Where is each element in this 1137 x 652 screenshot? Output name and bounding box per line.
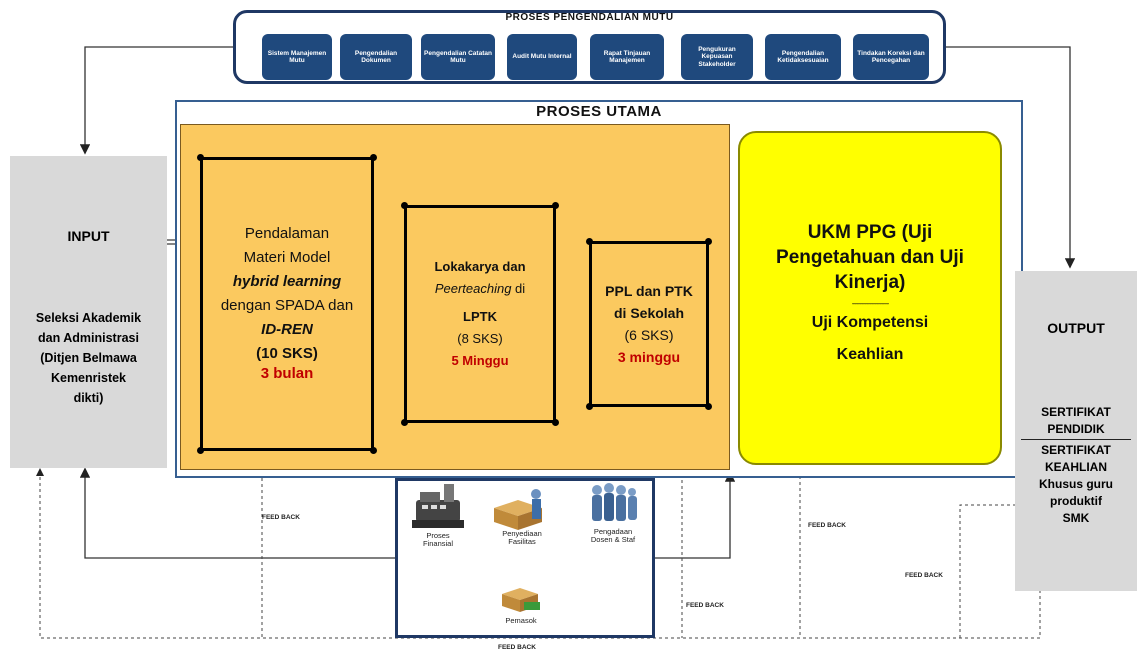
step1-line-4: dengan SPADA dan: [220, 297, 354, 314]
qc-item-pengendalian-ketidaksesuaian: Pengendalian Ketidaksesuaian: [765, 34, 841, 80]
ukm-divider: ----------------------: [851, 299, 890, 308]
input-line-2: dan Administrasi: [38, 331, 139, 345]
step1-line-3: hybrid learning: [232, 273, 342, 290]
step2-line-1: Lokakarya dan: [434, 259, 526, 274]
ukm-line-3: Kinerja): [834, 272, 906, 293]
output-panel: OUTPUT SERTIFIKAT PENDIDIK SERTIFIKAT KE…: [1015, 271, 1137, 591]
qc-item-tindakan-koreksi: Tindakan Koreksi dan Pencegahan: [853, 34, 929, 80]
output-cert2-d: produktif: [1050, 494, 1102, 508]
qc-item-audit-mutu-internal: Audit Mutu Internal: [507, 34, 577, 80]
qc-item-rapat-tinjauan-manajemen: Rapat Tinjauan Manajemen: [590, 34, 664, 80]
step3-corner-dot: [705, 403, 712, 410]
step1-line-1: Pendalaman: [244, 225, 330, 242]
ukm-line-2: Pengetahuan dan Uji: [776, 247, 964, 268]
step3-line-2: di Sekolah: [613, 305, 685, 321]
output-title: OUTPUT: [1047, 320, 1105, 336]
staff-people-icon: [592, 483, 637, 521]
fasilitas-label: Penyediaan Fasilitas: [488, 529, 556, 547]
input-line-4: Kemenristek: [50, 371, 127, 385]
step1-corner-dot: [370, 154, 377, 161]
output-cert2-c: Khusus guru: [1039, 477, 1113, 491]
finansial-label-2: Finansial: [422, 539, 453, 549]
ukm-ppg-panel: UKM PPG (Uji Pengetahuan dan Uji Kinerja…: [738, 131, 1002, 465]
dosen-label: Pengadaan Dosen & Staf: [575, 527, 651, 545]
qc-item-pengendalian-catatan-mutu: Pengendalian Catatan Mutu: [421, 34, 495, 80]
step1-line-6: (10 SKS): [256, 345, 318, 362]
finansial-label: Proses Finansial: [410, 531, 466, 549]
main-process-title: PROSES UTAMA: [536, 103, 662, 120]
main-process-orange-panel: [180, 124, 730, 470]
feedback-label: FEED BACK: [498, 644, 536, 651]
step1-line-2: Materi Model: [243, 249, 331, 266]
input-description: Seleksi Akademik dan Administrasi (Ditje…: [10, 308, 167, 408]
cash-register-icon: [412, 484, 464, 528]
step1-corner-dot: [197, 447, 204, 454]
ukm-line-1: UKM PPG (Uji: [807, 222, 933, 243]
qc-to-output-line: [946, 46, 1076, 269]
step2-duration: 5 Minggu: [451, 353, 509, 368]
step1-duration: 3 bulan: [260, 365, 314, 382]
qc-item-sistem-manajemen-mutu: Sistem Manajemen Mutu: [262, 34, 332, 80]
feedback-label: FEED BACK: [686, 602, 724, 609]
step-pendalaman-materi: Pendalaman Materi Model hybrid learning …: [200, 157, 374, 451]
feedback-label: FEED BACK: [262, 514, 300, 521]
input-line-1: Seleksi Akademik: [35, 311, 142, 325]
finansial-label-1: Proses: [426, 531, 450, 540]
step-ppl-ptk: PPL dan PTK di Sekolah (6 SKS) 3 minggu: [589, 241, 709, 407]
step3-duration: 3 minggu: [617, 349, 681, 365]
step2-line-2a: Peerteaching: [434, 281, 512, 296]
input-line-5: dikti): [73, 391, 104, 405]
step3-corner-dot: [586, 403, 593, 410]
quality-control-title: PROSES PENGENDALIAN MUTU: [505, 12, 674, 23]
feedback-outer-line: [36, 468, 1041, 639]
output-cert2-b: KEAHLIAN: [1045, 460, 1107, 474]
dosen-label-1: Pengadaan: [593, 527, 633, 536]
step1-corner-dot: [370, 447, 377, 454]
qc-to-input-line: [79, 46, 233, 155]
feedback-label: FEED BACK: [905, 572, 943, 579]
pemasok-label: Pemasok: [505, 616, 537, 625]
output-cert1-b: PENDIDIK: [1021, 421, 1131, 440]
step3-line-3: (6 SKS): [624, 327, 674, 343]
feedback-label: FEED BACK: [808, 522, 846, 529]
step2-line-4: (8 SKS): [457, 331, 503, 346]
input-title: INPUT: [67, 228, 110, 244]
qc-item-pengukuran-kepuasan: Pengukuran Kepuasan Stakeholder: [681, 34, 753, 80]
step2-corner-dot: [401, 202, 408, 209]
input-line-3: (Ditjen Belmawa: [40, 351, 137, 365]
step2-line-3: LPTK: [463, 309, 497, 324]
output-cert2-a: SERTIFIKAT: [1041, 443, 1111, 457]
step2-corner-dot: [552, 419, 559, 426]
supplier-boxes-icon: [502, 588, 540, 612]
qc-item-pengendalian-dokumen: Pengendalian Dokumen: [340, 34, 412, 80]
support-to-main-line: [655, 471, 736, 559]
input-panel: INPUT Seleksi Akademik dan Administrasi …: [10, 156, 167, 468]
step2-line-2b: di: [511, 281, 526, 296]
step2-corner-dot: [401, 419, 408, 426]
output-cert2-e: SMK: [1062, 511, 1090, 525]
step1-line-5: ID-REN: [261, 321, 313, 338]
step3-corner-dot: [586, 238, 593, 245]
dosen-label-2: Dosen & Staf: [590, 535, 636, 545]
facility-boxes-icon: [494, 489, 542, 530]
step3-line-1: PPL dan PTK: [605, 283, 693, 299]
fasilitas-label-1: Penyediaan: [502, 529, 542, 538]
fasilitas-label-2: Fasilitas: [508, 537, 536, 547]
output-cert1-a: SERTIFIKAT: [1041, 405, 1111, 419]
ukm-line-5: Keahlian: [836, 346, 904, 363]
ukm-line-4: Uji Kompetensi: [811, 314, 929, 331]
support-to-input-line: [79, 467, 395, 559]
output-certificates: SERTIFIKAT PENDIDIK SERTIFIKAT KEAHLIAN …: [1021, 404, 1131, 527]
step-lokakarya: Lokakarya dan Peerteaching di LPTK (8 SK…: [404, 205, 556, 423]
step3-corner-dot: [705, 238, 712, 245]
step1-corner-dot: [197, 154, 204, 161]
step2-corner-dot: [552, 202, 559, 209]
